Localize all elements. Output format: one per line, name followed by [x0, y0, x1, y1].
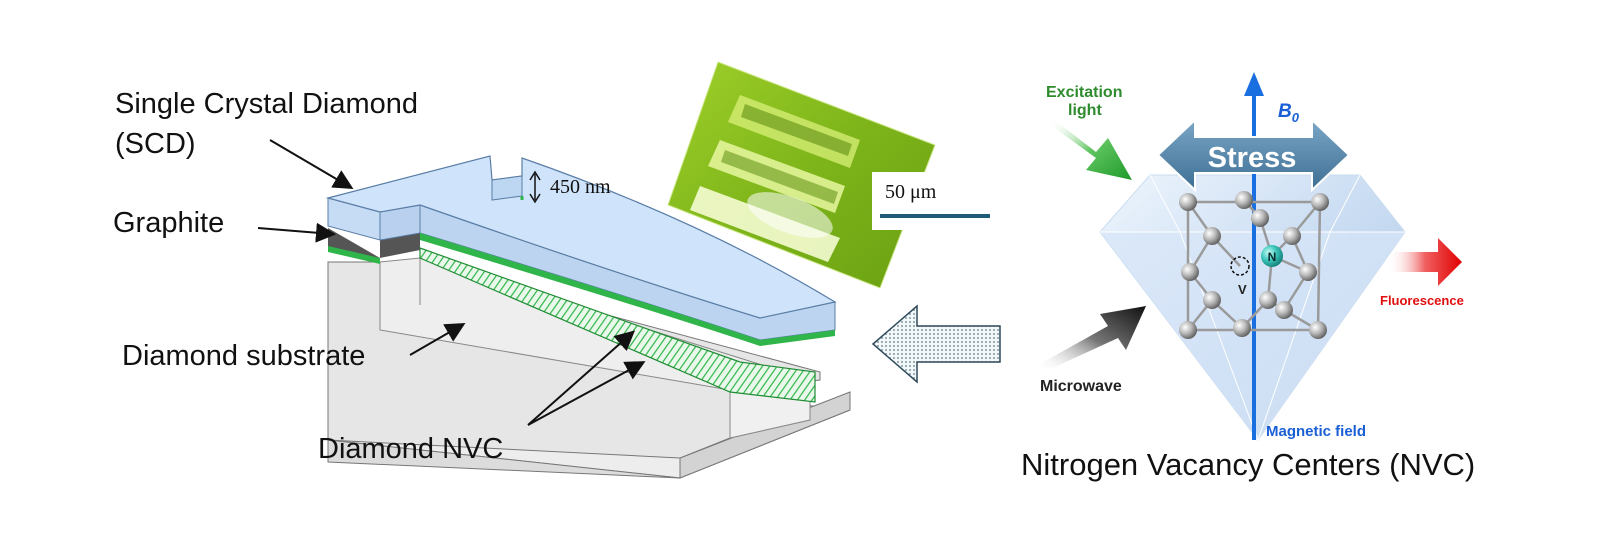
thickness-label: 450 nm	[550, 176, 611, 198]
left-dotted-arrow	[871, 304, 1001, 384]
microwave-label: Microwave	[1040, 378, 1122, 395]
excitation-label-line1: Excitation	[1046, 84, 1122, 101]
graphite-pointer	[257, 222, 336, 243]
vacancy-label: V	[1238, 282, 1247, 297]
b0-subscript: 0	[1292, 110, 1300, 125]
nvc-layer-exposed	[419, 247, 816, 403]
scd-layer	[325, 155, 837, 346]
fluorescence-label: Fluorescence	[1380, 293, 1464, 308]
graphite-label: Graphite	[113, 207, 224, 239]
magnetic-field-label: Magnetic field	[1266, 423, 1366, 440]
microwave-arrow	[1040, 306, 1146, 372]
scale-bar-background	[872, 172, 990, 230]
nv-center-diagram: B0 Stress	[1021, 72, 1475, 482]
nvc-title: Nitrogen Vacancy Centers (NVC)	[1021, 447, 1475, 482]
scd-label-line1: Single Crystal Diamond	[115, 88, 418, 120]
fluorescence-arrow	[1388, 238, 1462, 286]
stress-arrow	[1156, 117, 1351, 193]
substrate-label: Diamond substrate	[122, 340, 365, 372]
nvc-label: Diamond NVC	[318, 433, 503, 465]
thickness-marker: 450 nm	[529, 170, 611, 204]
b0-label: B0	[1278, 101, 1300, 125]
carbon-atoms	[1179, 191, 1329, 339]
excitation-arrow	[1052, 118, 1132, 180]
scale-label: 50 μm	[885, 181, 937, 203]
nvc-pointer-1	[527, 330, 635, 426]
nvc-pointer-2	[527, 361, 646, 426]
scd-pointer	[269, 139, 354, 190]
b0-symbol: B	[1278, 101, 1292, 122]
graphite-layer	[328, 228, 420, 264]
stress-label: Stress	[1208, 142, 1297, 174]
nitrogen-atom	[1261, 245, 1283, 267]
micrograph-image: 50 μm	[667, 61, 990, 289]
scd-label-line2: (SCD)	[115, 128, 196, 160]
excitation-label-line2: light	[1068, 102, 1102, 119]
substrate-pointer	[409, 323, 466, 356]
device-schematic: 450 nm Single Crystal Diamond (SCD) Grap…	[113, 88, 851, 479]
nitrogen-label: N	[1268, 250, 1277, 264]
vacancy-site	[1230, 256, 1250, 276]
